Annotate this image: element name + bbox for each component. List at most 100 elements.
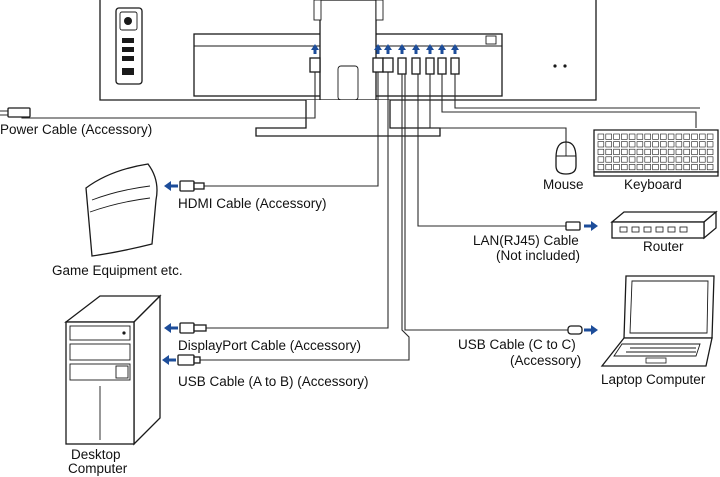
keyboard-key — [605, 133, 612, 140]
keyboard-key — [621, 141, 628, 148]
usb-a-to-b-cable-label: USB Cable (A to B) (Accessory) — [178, 374, 369, 389]
keyboard-key — [628, 133, 636, 140]
keyboard-key — [628, 164, 636, 171]
port-arrows — [311, 44, 459, 54]
keyboard-key — [660, 148, 667, 155]
keyboard-key — [675, 133, 683, 140]
keyboard-key — [699, 133, 706, 140]
keyboard-key — [699, 141, 706, 148]
keyboard-key — [597, 133, 605, 140]
keyboard-key — [628, 141, 636, 148]
keyboard-key — [644, 148, 651, 155]
keyboard-icon — [593, 129, 719, 177]
keyboard-key — [675, 148, 683, 155]
keyboard-key — [613, 156, 620, 163]
keyboard-key — [691, 133, 698, 140]
keyboard-key — [660, 156, 667, 163]
keyboard-key — [675, 141, 683, 148]
keyboard-key — [636, 141, 644, 148]
keyboard-key — [706, 148, 714, 155]
keyboard-key — [667, 133, 675, 140]
desktop-computer-label-line2: Computer — [68, 461, 128, 476]
inserted-plugs — [309, 57, 460, 75]
keyboard-key — [621, 156, 628, 163]
keyboard-key — [706, 133, 714, 140]
keyboard-key — [636, 148, 644, 155]
keyboard-key — [706, 164, 714, 171]
keyboard-key — [613, 164, 620, 171]
keyboard-key — [691, 156, 698, 163]
desktop-tower-icon — [64, 294, 162, 446]
lan-cable-label-line2: (Not included) — [496, 248, 580, 263]
router-label: Router — [643, 239, 684, 254]
keyboard-key — [699, 164, 706, 171]
keyboard-key — [605, 141, 612, 148]
keyboard-key — [644, 133, 651, 140]
keyboard-key — [667, 141, 675, 148]
monitor-stand — [255, 100, 441, 137]
displayport-plug-icon — [164, 322, 207, 334]
keyboard-key — [597, 141, 605, 148]
displayport-cable-label: DisplayPort Cable (Accessory) — [178, 338, 361, 353]
keyboard-key — [652, 164, 659, 171]
keyboard-key — [597, 164, 605, 171]
keyboard-key — [667, 156, 675, 163]
keyboard-key — [660, 133, 667, 140]
keyboard-key — [706, 141, 714, 148]
keyboard-key — [683, 164, 690, 171]
keyboard-key — [628, 156, 636, 163]
keyboard-key — [667, 164, 675, 171]
keyboard-key — [597, 156, 605, 163]
keyboard-key — [660, 164, 667, 171]
mouse-label: Mouse — [543, 177, 584, 192]
keyboard-key — [675, 156, 683, 163]
keyboard-key — [621, 133, 628, 140]
router-icon — [610, 210, 718, 240]
keyboard-key — [605, 148, 612, 155]
keyboard-key — [691, 141, 698, 148]
desktop-computer-label-line1: Desktop — [71, 447, 121, 462]
hdmi-cable-label: HDMI Cable (Accessory) — [178, 196, 327, 211]
cables — [21, 72, 700, 361]
keyboard-key — [652, 156, 659, 163]
game-console-icon — [85, 163, 158, 257]
keyboard-key — [621, 148, 628, 155]
usb-c-plug-icon — [567, 325, 598, 335]
keyboard-key — [699, 148, 706, 155]
keyboard-key — [683, 133, 690, 140]
laptop-computer-label: Laptop Computer — [601, 372, 706, 387]
keyboard-key — [597, 148, 605, 155]
keyboard-key — [605, 164, 612, 171]
keyboard-key — [699, 156, 706, 163]
hdmi-plug-icon — [164, 180, 205, 192]
keyboard-key — [644, 156, 651, 163]
keyboard-key — [691, 148, 698, 155]
usb-b-plug-icon — [162, 354, 201, 366]
game-equipment-label: Game Equipment etc. — [52, 263, 183, 278]
keyboard-key — [636, 164, 644, 171]
mouse-icon — [555, 141, 577, 175]
keyboard-key — [605, 156, 612, 163]
keyboard-label: Keyboard — [624, 177, 682, 192]
keyboard-key — [706, 156, 714, 163]
keyboard-key — [613, 133, 620, 140]
monitor-back — [99, 0, 597, 101]
lan-cable-label-line1: LAN(RJ45) Cable — [473, 233, 579, 248]
power-cable-label: Power Cable (Accessory) — [0, 122, 152, 137]
keyboard-key — [675, 164, 683, 171]
keyboard-key — [644, 141, 651, 148]
keyboard-key — [691, 164, 698, 171]
keyboard-key — [628, 148, 636, 155]
keyboard-key — [683, 156, 690, 163]
power-plug — [0, 107, 31, 118]
keyboard-key — [652, 148, 659, 155]
keyboard-keys — [597, 133, 714, 171]
keyboard-key — [667, 148, 675, 155]
keyboard-key — [613, 141, 620, 148]
keyboard-key — [636, 156, 644, 163]
keyboard-key — [652, 133, 659, 140]
laptop-icon — [600, 275, 715, 367]
keyboard-key — [613, 148, 620, 155]
rj45-plug-icon — [565, 221, 598, 231]
